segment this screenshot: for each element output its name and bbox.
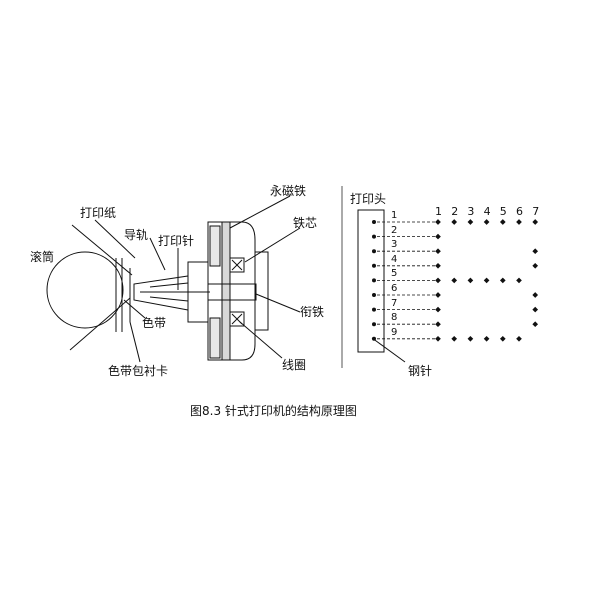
- lower-coil: [229, 311, 245, 327]
- leader-ribbon: [123, 299, 146, 319]
- paper-line: [71, 224, 133, 276]
- magnet-strip: [221, 221, 231, 361]
- upper-coil: [229, 257, 245, 273]
- upper-magnet: [209, 225, 221, 267]
- leader-steel-pin: [371, 337, 406, 363]
- matrix-dot-r8-c7: [532, 321, 539, 328]
- matrix-dot-r6-c1: [435, 292, 441, 298]
- iron-core-bracket: [255, 251, 269, 331]
- label-roller: 滚筒: [30, 250, 55, 264]
- matrix-dot-r8-c1: [435, 321, 441, 328]
- matrix-dot-r9-c4: [483, 335, 490, 342]
- column-number-6: 6: [516, 205, 523, 218]
- leader-coil: [239, 321, 283, 359]
- pin-dot-9: [372, 336, 376, 341]
- column-number-7: 7: [532, 205, 540, 218]
- label-ribbon-liner: 色带包衬卡: [108, 364, 169, 378]
- pin-number-1: 1: [391, 210, 398, 221]
- matrix-dot-r1-c5: [499, 219, 506, 225]
- pin-number-4: 4: [391, 253, 398, 265]
- matrix-dot-r9-c3: [467, 335, 474, 342]
- pin-dot-1: [372, 220, 376, 224]
- leader-magnet: [229, 195, 291, 229]
- matrix-dot-r5-c1: [435, 277, 441, 284]
- matrix-dot-r5-c6: [516, 277, 522, 284]
- matrix-dot-r1-c1: [435, 219, 441, 225]
- matrix-dot-r5-c2: [451, 277, 458, 284]
- label-iron-core: 铁芯: [293, 216, 318, 230]
- leader-paper: [94, 219, 136, 259]
- matrix-dot-r1-c7: [532, 219, 539, 225]
- leader-guide-rail: [149, 237, 166, 271]
- pin-number-2: 2: [391, 224, 398, 236]
- print-head-rect: [357, 209, 385, 353]
- column-number-5: 5: [499, 205, 507, 218]
- guide-rail-line-2: [149, 296, 189, 302]
- matrix-dot-r9-c6: [516, 335, 522, 342]
- pin-number-7: 7: [391, 297, 398, 309]
- pin-number-3: 3: [391, 239, 398, 251]
- leader-armature: [255, 293, 301, 313]
- label-coil: 线圈: [282, 358, 307, 372]
- leader-liner: [129, 321, 141, 363]
- pin-dot-5: [372, 278, 376, 283]
- matrix-dot-r9-c1: [435, 335, 441, 342]
- matrix-dot-r5-c5: [499, 277, 506, 284]
- pin-dot-4: [372, 263, 376, 268]
- matrix-dot-r3-c1: [435, 248, 441, 255]
- matrix-dot-r4-c7: [532, 262, 539, 269]
- pin-number-6: 6: [391, 283, 398, 294]
- pin-number-8: 8: [391, 312, 398, 324]
- label-ribbon: 色带: [142, 316, 167, 330]
- paper-line-lower: [69, 297, 131, 351]
- column-number-1: 1: [435, 205, 442, 218]
- label-print-head: 打印头: [350, 192, 387, 206]
- leader-core: [244, 227, 301, 263]
- matrix-dot-r5-c4: [483, 277, 490, 284]
- roller: [46, 251, 124, 329]
- column-number-4: 4: [483, 205, 491, 218]
- coil-cross-b: [231, 259, 243, 271]
- matrix-dot-r7-c7: [532, 306, 539, 313]
- matrix-dot-r5-c3: [467, 277, 474, 284]
- pin-dot-8: [372, 322, 376, 327]
- dot-matrix-layer: [372, 219, 539, 342]
- label-print-pin: 打印针: [158, 234, 195, 248]
- matrix-dot-r6-c7: [532, 292, 539, 298]
- pin-dot-2: [372, 234, 376, 239]
- label-guide-rail: 导轨: [124, 228, 149, 242]
- armature-plate: [207, 283, 257, 301]
- pin-number-9: 9: [391, 326, 398, 338]
- guide-rail-line: [149, 282, 189, 288]
- pin-guide: [133, 275, 189, 311]
- label-armature: 衔铁: [300, 305, 325, 319]
- matrix-dot-r1-c2: [451, 219, 458, 225]
- head-housing: [207, 221, 256, 361]
- matrix-dot-r3-c7: [532, 248, 539, 255]
- matrix-dot-r2-c1: [435, 233, 441, 240]
- column-number-2: 2: [451, 205, 459, 218]
- matrix-dot-r9-c2: [451, 335, 458, 342]
- print-mechanism: [46, 195, 301, 363]
- matrix-dot-r9-c5: [499, 335, 506, 342]
- matrix-dot-r1-c6: [516, 219, 522, 225]
- matrix-dot-r7-c1: [435, 306, 441, 313]
- pin-dot-3: [372, 249, 376, 254]
- matrix-dot-r4-c1: [435, 262, 441, 269]
- coil-cross-d: [231, 313, 243, 325]
- pin-dot-7: [372, 307, 376, 312]
- print-head-diagram: [341, 186, 406, 368]
- label-steel-pin: 钢针: [408, 364, 433, 378]
- pin-dot-6: [372, 293, 376, 297]
- column-number-3: 3: [467, 205, 475, 218]
- label-paper: 打印纸: [80, 206, 117, 220]
- figure-caption: 图8.3 针式打印机的结构原理图: [190, 404, 357, 418]
- label-permanent-magnet: 永磁铁: [270, 184, 307, 198]
- lower-magnet: [209, 317, 221, 359]
- matrix-dot-r1-c4: [483, 219, 490, 225]
- matrix-dot-r1-c3: [467, 219, 474, 225]
- pin-number-5: 5: [391, 268, 398, 280]
